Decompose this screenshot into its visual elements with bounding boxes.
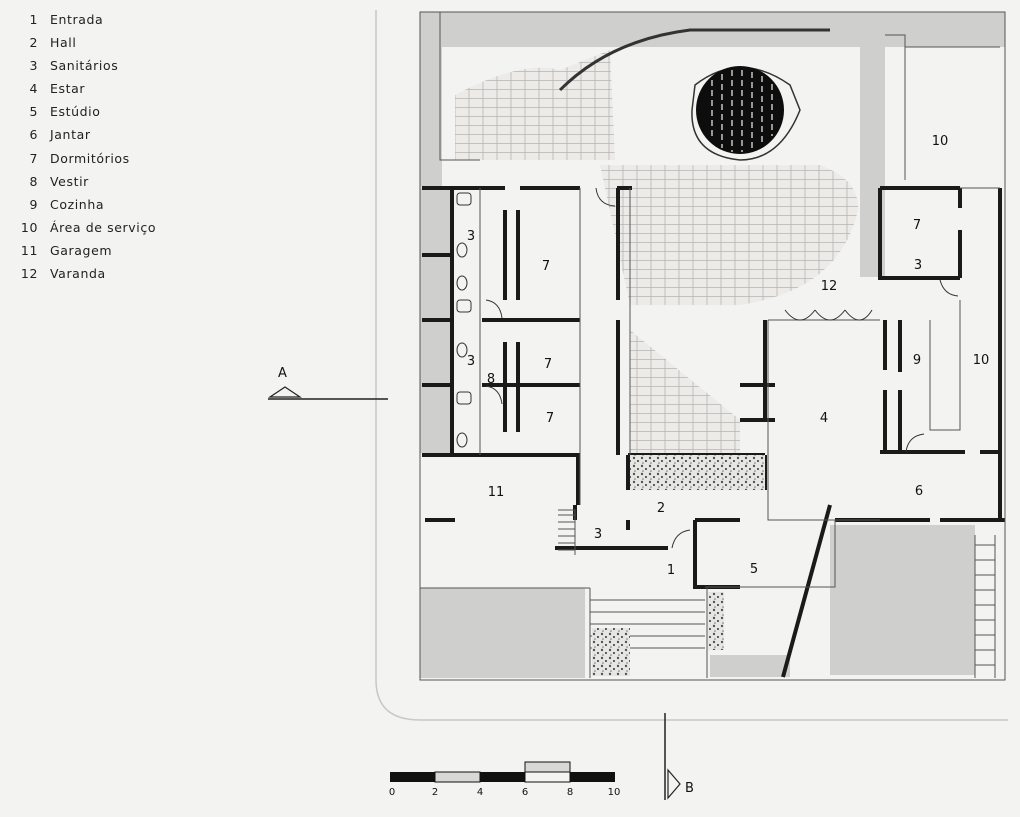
scale-tick-label: 4 xyxy=(477,787,483,798)
legend-item: 7 Dormitórios xyxy=(10,147,156,170)
tree-planter xyxy=(691,66,801,161)
legend-number: 10 xyxy=(20,219,38,235)
paving xyxy=(455,50,859,455)
room-label-dormitorio: 7 xyxy=(546,411,554,426)
room-label-estar: 4 xyxy=(820,411,828,426)
legend-label: Estúdio xyxy=(50,104,101,120)
legend-number: 9 xyxy=(29,196,38,212)
scale-tick-label: 0 xyxy=(389,787,395,798)
room-labels: 3 3 8 7 7 7 12 4 7 3 10 9 10 6 11 2 3 1 … xyxy=(467,134,989,578)
room-label-area-servico: 10 xyxy=(932,134,949,149)
legend-number: 1 xyxy=(29,12,38,27)
legend-item: 5 Estúdio xyxy=(10,100,156,123)
door-swings xyxy=(485,187,959,549)
legend-item: 11 Garagem xyxy=(10,239,156,262)
section-mark-a: A xyxy=(268,366,388,400)
legend-item: 6 Jantar xyxy=(10,123,156,146)
room-label-jantar: 6 xyxy=(915,484,923,499)
legend-number: 3 xyxy=(29,58,38,74)
room-label-sanitario: 3 xyxy=(467,229,475,244)
room-label-hall: 2 xyxy=(657,501,665,516)
legend-label: Entrada xyxy=(50,12,104,27)
section-mark-b: B xyxy=(664,713,694,800)
walls xyxy=(422,186,1005,678)
legend-number: 11 xyxy=(20,242,38,258)
site-boundary xyxy=(375,10,1008,721)
legend-number: 5 xyxy=(29,104,38,120)
legend-number: 8 xyxy=(29,173,38,189)
section-mark-a-label: A xyxy=(278,366,287,381)
garden-arc xyxy=(558,28,830,92)
legend-label: Estar xyxy=(50,81,86,97)
room-label-garagem: 11 xyxy=(488,485,505,500)
legend-label: Hall xyxy=(50,35,77,51)
room-label-area-servico: 10 xyxy=(973,353,990,368)
scale-tick-label: 10 xyxy=(608,787,621,798)
legend-item: 1 Entrada xyxy=(10,8,156,31)
room-label-estudio: 5 xyxy=(750,562,758,577)
legend-item: 10 Área de serviço xyxy=(10,216,156,239)
legend-item: 12 Varanda xyxy=(10,262,156,285)
legend-label: Vestir xyxy=(50,173,89,189)
legend-number: 6 xyxy=(29,127,38,143)
room-label-dormitorio: 7 xyxy=(913,218,921,233)
scale-bar: 0 2 4 6 8 10 xyxy=(389,761,621,798)
legend-label: Cozinha xyxy=(50,196,105,212)
planter-entrance xyxy=(592,628,630,676)
legend-label: Área de serviço xyxy=(50,219,157,235)
scale-tick-label: 6 xyxy=(522,787,528,798)
legend-number: 2 xyxy=(29,35,38,51)
room-label-sanitario: 3 xyxy=(914,258,922,273)
legend: 1 Entrada 2 Hall 3 Sanitários 4 Estar 5 Estúd… xyxy=(10,8,156,285)
room-label-dormitorio: 7 xyxy=(542,259,550,274)
legend-label: Garagem xyxy=(50,242,113,258)
legend-item: 4 Estar xyxy=(10,77,156,100)
legend-label: Jantar xyxy=(50,127,91,143)
room-label-sanitario: 3 xyxy=(594,527,602,542)
legend-item: 3 Sanitários xyxy=(10,54,156,77)
planter-gravel xyxy=(630,455,765,490)
legend-label: Dormitórios xyxy=(50,150,130,166)
legend-number: 12 xyxy=(20,266,38,282)
legend-number: 4 xyxy=(29,81,38,97)
bathroom-fixtures xyxy=(456,192,472,448)
room-label-sanitario: 3 xyxy=(467,354,475,369)
planter-narrow xyxy=(708,592,724,650)
legend-label: Varanda xyxy=(50,266,106,282)
room-label-vestir: 8 xyxy=(487,372,495,387)
room-label-varanda: 12 xyxy=(821,279,838,294)
thin-lines xyxy=(419,11,1006,681)
legend-item: 9 Cozinha xyxy=(10,193,156,216)
scale-tick-label: 8 xyxy=(567,787,573,798)
room-label-entrada: 1 xyxy=(667,563,675,578)
legend-number: 7 xyxy=(29,150,38,166)
room-label-dormitorio: 7 xyxy=(544,357,552,372)
legend-label: Sanitários xyxy=(50,58,119,74)
legend-item: 2 Hall xyxy=(10,31,156,54)
room-label-cozinha: 9 xyxy=(913,353,921,368)
scale-tick-label: 2 xyxy=(432,787,438,798)
section-mark-b-label: B xyxy=(685,781,694,796)
legend-item: 8 Vestir xyxy=(10,170,156,193)
